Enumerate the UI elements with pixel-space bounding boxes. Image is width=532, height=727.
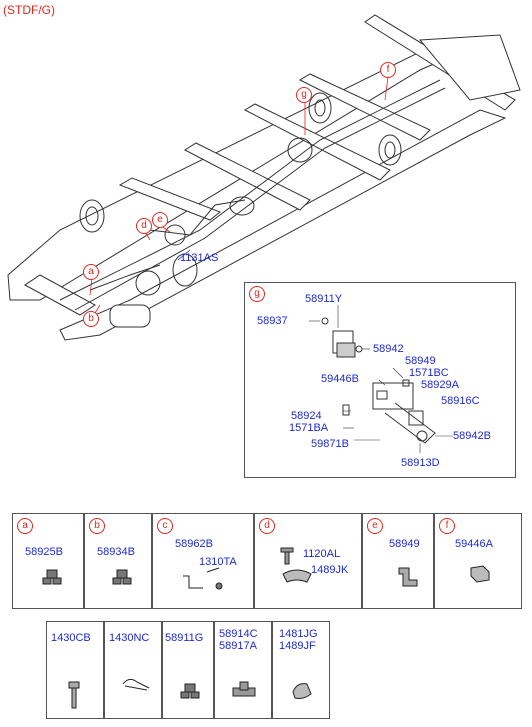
detail-part-58942b: 58942B <box>453 430 491 442</box>
detail-part-58924: 58924 <box>291 410 322 422</box>
tee-fitting-icon <box>232 681 256 697</box>
cell-badge-e: e <box>367 518 383 534</box>
part-cell-c: c 58962B 1310TA <box>152 513 254 609</box>
cell-badge-d: d <box>259 518 275 534</box>
part-label-1131as: 1131AS <box>180 252 219 264</box>
bracket-icon <box>183 567 223 590</box>
detail-part-59871b: 59871B <box>311 438 349 450</box>
cell-badge-f: f <box>439 518 455 534</box>
part-number: 1489JF <box>279 640 316 652</box>
callout-d: d <box>136 218 152 234</box>
cell-badge-a: a <box>17 518 33 534</box>
part-cell-1481jg: 1481JG 1489JF <box>272 621 330 719</box>
callout-b: b <box>83 311 99 327</box>
detail-part-58937: 58937 <box>257 315 288 327</box>
callout-f: f <box>380 62 396 78</box>
part-cell-1430cb: 1430CB <box>46 621 104 719</box>
cell-badge-c: c <box>157 518 173 534</box>
part-number: 58934B <box>97 546 135 558</box>
detail-part-58916c: 58916C <box>441 395 480 407</box>
part-cell-f: f 59446A <box>434 513 522 609</box>
part-number: 58911G <box>165 632 204 644</box>
detail-badge-g: g <box>249 286 265 302</box>
clamp-icon <box>292 683 312 699</box>
part-number: 1489JK <box>311 564 349 576</box>
detail-panel-g: g 58911Y 58937 58942 <box>244 282 516 478</box>
detail-part-58942: 58942 <box>373 343 404 355</box>
part-cell-58911g: 58911G <box>162 621 214 719</box>
part-number: 58925B <box>25 546 63 558</box>
fitting-icon <box>112 569 132 585</box>
detail-part-59446b: 59446B <box>321 373 359 385</box>
part-number: 1430CB <box>51 632 91 644</box>
part-cell-58914c: 58914C 58917A <box>214 621 272 719</box>
detail-part-58913d: 58913D <box>401 457 440 469</box>
part-cell-b: b 58934B <box>84 513 152 609</box>
block-icon <box>470 565 490 583</box>
part-number: 1481JG <box>279 628 318 640</box>
part-number: 59446A <box>455 538 493 550</box>
part-number: 58914C <box>219 628 258 640</box>
part-cell-d: d 1120AL 1489JK <box>254 513 362 609</box>
detail-part-1571ba: 1571BA <box>289 422 329 434</box>
part-number: 58962B <box>175 538 213 550</box>
part-number: 1310TA <box>199 556 237 568</box>
part-cell-e: e 58949 <box>362 513 434 609</box>
callout-a: a <box>83 264 99 280</box>
callout-e: e <box>152 212 168 228</box>
callout-g: g <box>296 87 312 103</box>
part-number: 1120AL <box>303 548 341 560</box>
clip-icon <box>280 547 312 583</box>
valve-assembly-drawing <box>309 305 453 453</box>
fitting-icon <box>42 569 62 585</box>
part-number: 1430NC <box>109 632 150 644</box>
elbow-icon <box>398 567 418 587</box>
part-cell-1430nc: 1430NC <box>104 621 162 719</box>
detail-part-58929a: 58929A <box>421 379 459 391</box>
cell-badge-b: b <box>89 518 105 534</box>
variant-label: (STDF/G) <box>3 3 55 17</box>
detail-part-58949: 58949 <box>405 355 436 367</box>
part-number: 58949 <box>389 538 420 550</box>
detail-part-1571bc: 1571BC <box>409 367 449 379</box>
detail-part-58911y: 58911Y <box>305 293 343 305</box>
part-cell-a: a 58925B <box>12 513 84 609</box>
chassis-diagram <box>7 14 521 341</box>
fitting-icon <box>180 683 200 699</box>
bolt-icon <box>68 681 80 709</box>
cotter-pin-icon <box>122 678 150 691</box>
part-number: 58917A <box>219 640 257 652</box>
